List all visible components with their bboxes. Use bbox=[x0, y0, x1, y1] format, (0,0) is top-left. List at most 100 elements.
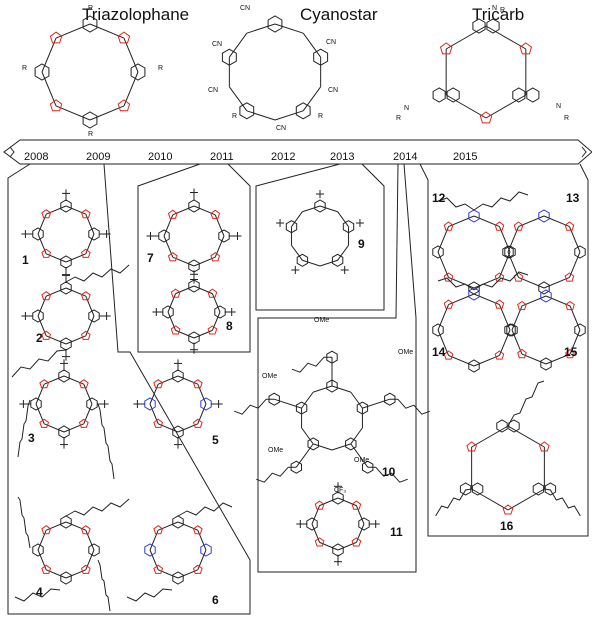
benzene-ring bbox=[544, 482, 557, 496]
label-n-tricarb-right: N bbox=[556, 103, 561, 110]
triazole-ring bbox=[517, 348, 527, 359]
triazole-ring bbox=[519, 42, 533, 55]
macrocycle-bond bbox=[85, 549, 95, 570]
benzene-ring bbox=[144, 397, 156, 411]
benzene-ring bbox=[58, 369, 70, 383]
triazole-ring bbox=[210, 209, 221, 219]
timeline-arrow-right-tip bbox=[581, 146, 587, 158]
macrocycle-bond bbox=[337, 497, 357, 507]
oligoether-chain bbox=[14, 588, 61, 602]
benzene-ring bbox=[432, 323, 444, 337]
triazole-ring bbox=[466, 441, 477, 452]
benzene-ring bbox=[82, 111, 98, 129]
triazole-ring bbox=[80, 291, 91, 301]
triazole-ring bbox=[170, 325, 181, 335]
triazole-ring bbox=[443, 272, 454, 282]
triazole-ring bbox=[192, 525, 203, 535]
macrocycle-bond bbox=[46, 521, 67, 531]
macrocycle-bond bbox=[568, 226, 581, 253]
label-cn-6: CN bbox=[240, 5, 250, 12]
macrocycle-bond bbox=[37, 549, 47, 570]
triazole-ring bbox=[210, 252, 221, 262]
triazole-ring bbox=[439, 42, 453, 55]
benzene-ring bbox=[268, 392, 280, 406]
cyanostar-bond bbox=[301, 391, 314, 409]
compound-number-2: 2 bbox=[36, 331, 43, 345]
macrocycle-bond bbox=[568, 251, 581, 278]
benzene-ring bbox=[384, 392, 396, 406]
oligoether-chain bbox=[17, 496, 31, 549]
macrocycle-bond bbox=[177, 521, 198, 531]
macrocycle-bond bbox=[85, 530, 95, 551]
tricarb-bond bbox=[445, 25, 487, 50]
macrocycle-bond bbox=[319, 497, 339, 507]
macrocycle-bond bbox=[41, 37, 57, 73]
benzene-ring bbox=[60, 281, 72, 295]
label-r-top: R bbox=[88, 5, 93, 12]
macrocycle-bond bbox=[437, 226, 450, 253]
oligoether-chain bbox=[126, 588, 173, 602]
label-r-cyanostar-1: R bbox=[232, 113, 237, 120]
label-r-tricarb-right: R bbox=[564, 115, 569, 122]
label-ome-5: OMe bbox=[354, 457, 369, 464]
label-cn-4: CN bbox=[328, 87, 338, 94]
timeline-year-2008: 2008 bbox=[24, 151, 48, 163]
macrocycle-bond bbox=[511, 329, 523, 355]
macrocycle-bond bbox=[85, 233, 95, 254]
benzene-ring bbox=[34, 63, 50, 81]
oligoether-chain bbox=[97, 403, 115, 480]
compound-number-3: 3 bbox=[28, 431, 35, 445]
benzene-ring bbox=[88, 543, 100, 557]
title-tricarb: Tricarb bbox=[472, 5, 524, 24]
label-r-tricarb-top: R bbox=[500, 7, 505, 14]
benzene-ring bbox=[538, 281, 550, 295]
cyanostar-bond bbox=[337, 211, 349, 228]
benzene-ring bbox=[296, 253, 309, 267]
triazole-ring bbox=[314, 500, 325, 510]
benzene-ring bbox=[332, 491, 344, 505]
benzene-ring bbox=[468, 287, 480, 301]
benzene-ring bbox=[432, 245, 444, 259]
macrocycle-bond bbox=[437, 251, 450, 278]
benzene-ring bbox=[130, 63, 146, 81]
benzene-ring bbox=[313, 48, 329, 66]
triazole-ring bbox=[80, 525, 91, 535]
benzene-ring bbox=[158, 229, 170, 243]
triazole-ring bbox=[351, 500, 362, 510]
compound-number-9: 9 bbox=[358, 237, 365, 251]
macrocycle-bond bbox=[85, 315, 95, 336]
label-ome-3: OMe bbox=[262, 373, 277, 380]
benzene-ring bbox=[502, 245, 514, 259]
macrocycle-bond bbox=[149, 384, 159, 405]
macrocycle-bond bbox=[311, 523, 321, 543]
triazole-ring bbox=[207, 325, 218, 335]
macrocycle-bond bbox=[507, 226, 520, 253]
cyanostar-bond bbox=[319, 259, 338, 267]
macrocycle-bond bbox=[498, 226, 511, 253]
cyanostar-bond bbox=[302, 86, 322, 112]
macrocycle-bond bbox=[123, 71, 139, 107]
panel-2015 bbox=[419, 163, 589, 537]
cyanostar-bond bbox=[301, 427, 314, 445]
macrocycle-bond bbox=[507, 251, 520, 278]
benzene-ring bbox=[32, 543, 44, 557]
benzene-ring bbox=[486, 18, 500, 34]
label-cn-3: CN bbox=[208, 87, 218, 94]
triazole-ring bbox=[80, 564, 91, 574]
timeline-year-2013: 2013 bbox=[330, 151, 354, 163]
benzene-ring bbox=[88, 227, 100, 241]
triazole-ring bbox=[153, 418, 164, 428]
triazole-ring bbox=[49, 99, 63, 112]
triazole-ring bbox=[494, 221, 505, 231]
macrocycle-bond bbox=[167, 293, 177, 313]
cyanostar-bond bbox=[274, 23, 304, 34]
compound-structures bbox=[11, 188, 586, 612]
triazole-ring bbox=[153, 379, 164, 389]
triazole-ring bbox=[39, 418, 50, 428]
compound-number-4: 4 bbox=[36, 585, 43, 599]
benzene-ring bbox=[290, 460, 302, 474]
macrocycle-bond bbox=[167, 311, 177, 331]
tricarb-bond bbox=[471, 488, 509, 511]
